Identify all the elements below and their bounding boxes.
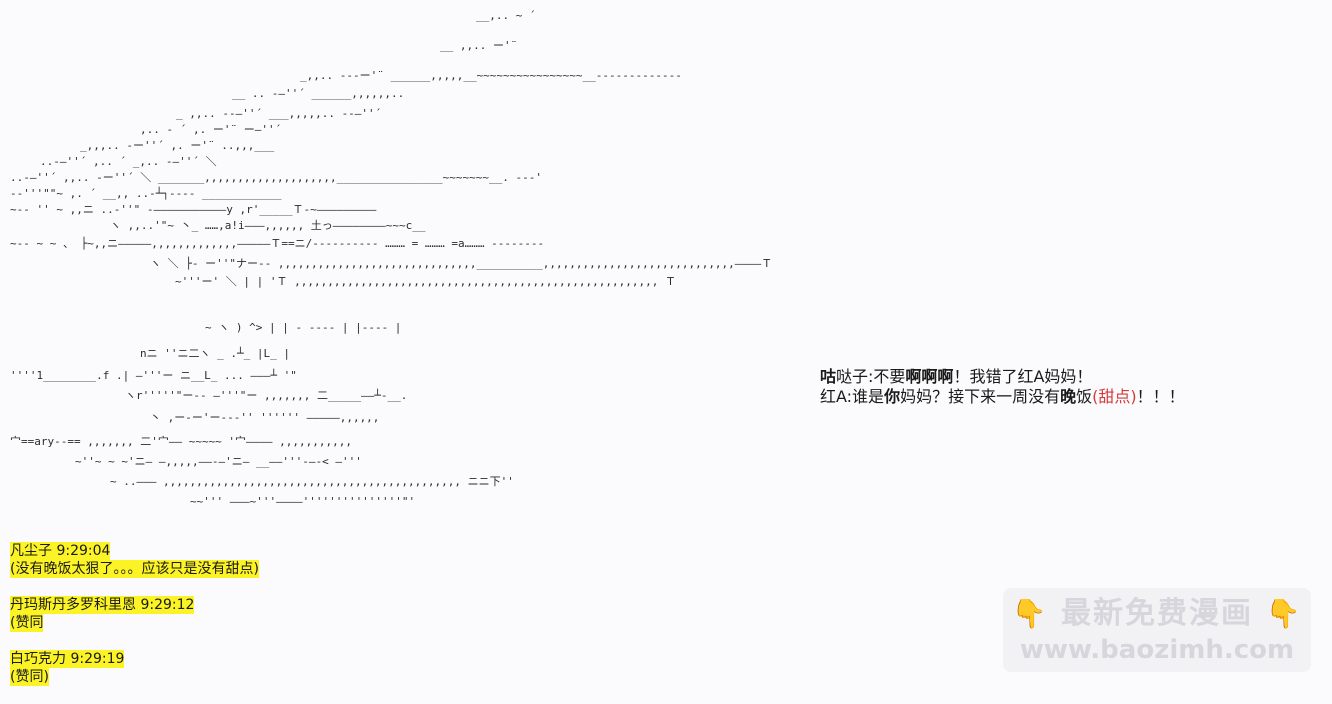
art-line: ~-- '' ~ ,,ニ ..-''" -―――――――――――y ,r'___… [10,203,377,216]
art-line: ..-―''´ ,.. ´ _,.. -―''´ ＼ [40,155,217,168]
dialogue-text: 饭 [1076,387,1093,406]
comment-author-time: 凡尘子 9:29:04 [10,542,111,560]
art-line: _ ,,.. --―''´ ___,,,,,.. --―''´ [176,107,382,120]
comment-author-time: 丹玛斯丹多罗科里恩 9:29:12 [10,596,195,614]
watermark-url: www.baozimh.com [1019,635,1295,665]
comment-item: 白巧克力 9:29:19 (赞同) [10,650,259,686]
art-line: ~~''' ―――~'''――――'''''''''''''''"' [190,495,416,508]
art-line: nニ ''ニ二ヽ _ .┴_ |L_ | [140,347,290,360]
dialogue-line-hong-a: 红A:谁是你妈妈？接下来一周没有晚饭(甜点)！！！ [820,387,1185,407]
art-line: ~'''ー' ＼ | | 'Ｔ ,,,,,,,,,,,,,,,,,,,,,,,,… [175,275,676,288]
art-line: _,,.. ---ー'¨ ______,,,,,__~~~~~~~~~~~~~~… [300,69,682,82]
art-line: ,.. - ´ ,. ー'¨ ー―''´ [140,123,282,136]
dialogue-text: 红A:谁是 [820,387,885,406]
comment-item: 丹玛斯丹多罗科里恩 9:29:12 (赞同 [10,596,259,632]
dialogue-text: 哒子:不要 [836,367,906,386]
dialogue-text: 咕 [820,367,837,386]
comment-author-time: 白巧克力 9:29:19 [10,650,125,668]
art-line: __,.. ~ ´ [476,9,536,22]
art-line: __ .. -―''´ ______,,,,,,.. [232,87,405,100]
dialogue-text: ！！！ [1136,387,1185,406]
art-line: ~ ヽ ) ^> | | - ---- | |---- | [205,321,402,334]
art-line: ..-―''´ ,,.. -ー''´ ＼ _______,,,,,,,,,,,,… [10,171,542,184]
art-line: ~ ..――― ,,,,,,,,,,,,,,,,,,,,,,,,,,,,,,,,… [110,475,514,488]
dialogue-text: 啊啊啊 [905,367,954,386]
comment-text: (赞同) [10,668,49,686]
art-line: ヽr'''''"ー-- ―'''"ー ,,,,,,, 二_____――┴-__. [125,389,408,402]
art-line: ~-- ~ ~ 、 ├~,,ニ―――――,,,,,,,,,,,,,―――――Ｔ=… [10,237,545,250]
watermark-title-row: 👇 最新免费漫画 👇 [1003,588,1311,634]
dialogue-text: 妈妈？接下来一周没有 [900,387,1061,406]
pointing-down-hand-icon: 👇 [1265,597,1303,630]
watermark-title: 最新免费漫画 [1061,596,1253,631]
art-line: ''''1________.f .| ―'''ー ニ__L_ ... ―――┴ … [10,369,297,382]
dialogue-line-gudazi: 咕哒子:不要啊啊啊！我错了红A妈妈！ [820,367,1185,387]
comment-list: 凡尘子 9:29:04 (没有晚饭太狠了。。。应该只是没有甜点) 丹玛斯丹多罗科… [10,542,259,704]
comment-text: (没有晚饭太狠了。。。应该只是没有甜点) [10,560,259,578]
art-line: __ ,,.. ー'¨ [440,39,518,52]
comment-text: (赞同 [10,614,44,632]
dialogue-text: 你 [884,387,901,406]
art-line: ヽ ,,..'"~ 丶_ ……,a!i―――,,,,,, 土っ――――――――~… [110,219,426,232]
pointing-down-hand-icon: 👇 [1011,597,1049,630]
art-line: 丶 ,ー-ー'ー---'' '''''' ―――――,,,,,, [150,411,380,424]
dialogue-text: 晚 [1060,387,1077,406]
watermark: 👇 最新免费漫画 👇 www.baozimh.com [1003,588,1311,672]
ascii-art: __,.. ~ ´ __ ,,.. ー'¨ _,,.. ---ー'¨ _____… [10,9,773,508]
art-line: _,,,.. -ー''´ ,. ー'¨ ..,,,___ [80,139,275,152]
dialogue-block: 咕哒子:不要啊啊啊！我错了红A妈妈！ 红A:谁是你妈妈？接下来一周没有晚饭(甜点… [820,367,1185,407]
art-line: 宀==ary--== ,,,,,,, 二'宀―― ~~~~~ '宀―――― ,,… [10,435,353,448]
art-line: --'''""~ ,. ´ __,, ..-┴┐---- ___________… [10,187,282,200]
art-line: ~''~ ~ ~'ニ― ―,,,,,――-―'ニ― __――'''-―-< ―'… [75,455,362,468]
dialogue-text-red: (甜点) [1092,387,1137,406]
art-line: ヽ ＼ ├- ー''"ナー-- ,,,,,,,,,,,,,,,,,,,,,,,,… [150,257,773,270]
dialogue-text: ！我错了红A妈妈！ [953,367,1093,386]
comment-item: 凡尘子 9:29:04 (没有晚饭太狠了。。。应该只是没有甜点) [10,542,259,578]
